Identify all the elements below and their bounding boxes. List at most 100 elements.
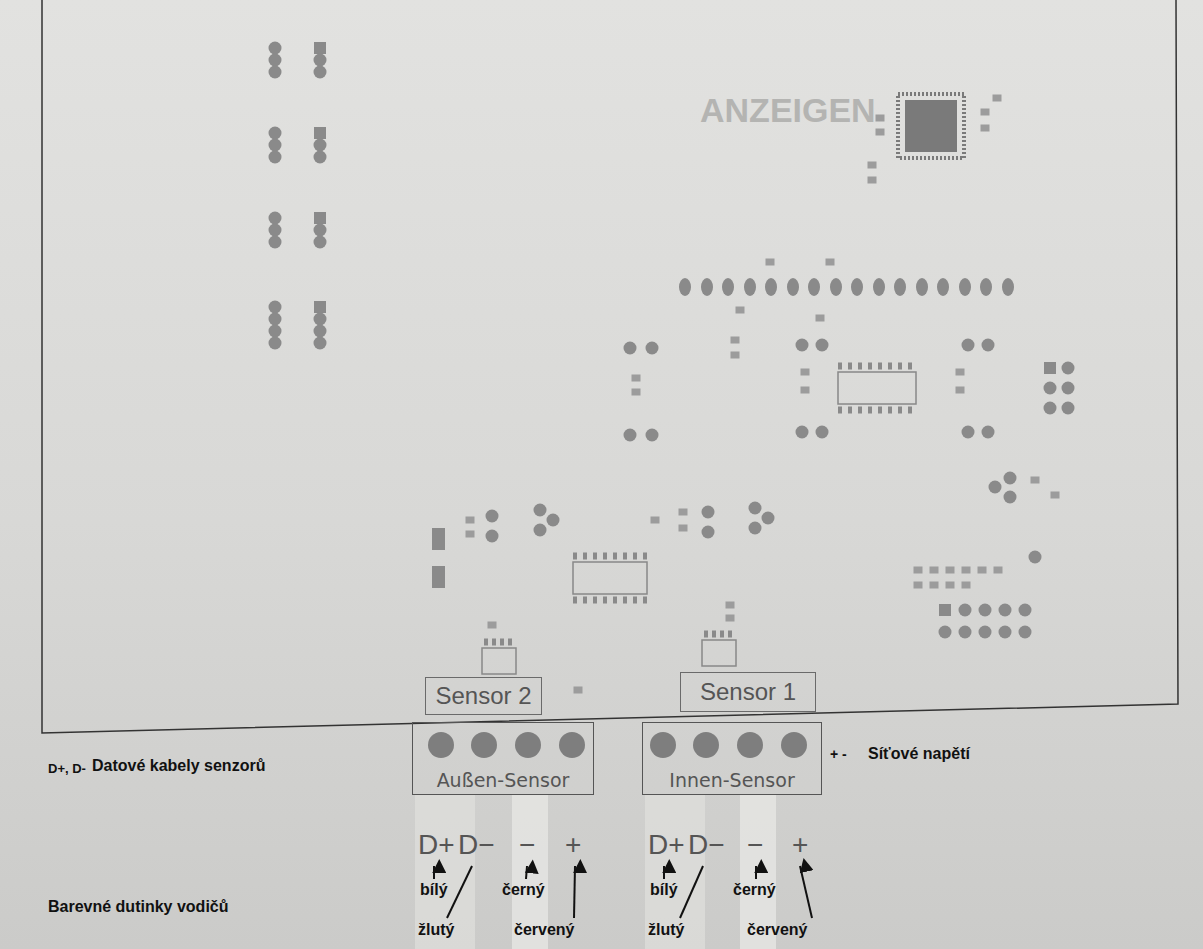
wire-colour: černý [502,881,545,899]
pad [269,54,282,67]
pad [962,339,975,352]
smd-part [962,567,971,574]
smd-part [914,582,923,589]
pin-name: D− [458,830,495,861]
pad [830,278,842,296]
wire-colour: bílý [650,881,678,899]
pad [314,127,326,139]
smd-part [731,352,740,359]
pad [916,278,928,296]
pad [980,278,992,296]
pad [701,278,713,296]
wire-colour: žlutý [648,921,684,939]
pad [959,278,971,296]
pad [314,66,327,79]
pad [979,626,992,639]
leader-arrow [574,866,575,918]
terminal-hole [693,732,719,758]
pin-name: D− [688,830,725,861]
smd-part [956,387,965,394]
chip-body [838,372,916,404]
chip-body [905,100,957,152]
qfp-chip [868,94,1002,184]
pad [851,278,863,296]
pad [269,42,282,55]
pad [1029,551,1042,564]
capacitor [432,566,445,588]
pad [314,151,327,164]
terminal-hole [515,732,541,758]
chip-pins [838,407,916,414]
smd-part [632,389,641,396]
pad [796,426,809,439]
pad [939,626,952,639]
sensor-label-box: Sensor 1 [680,672,816,712]
leader-lines [434,866,812,918]
components [432,337,1075,694]
pad [979,604,992,617]
smd-part [956,369,965,376]
smd-part [679,509,688,516]
pad [646,342,659,355]
smd-part [876,115,885,122]
terminal-name: Innen-Sensor [669,769,794,791]
smd-part [731,337,740,344]
leader-line [680,866,703,918]
pad [816,426,829,439]
pad [1062,362,1075,375]
pad [547,514,560,527]
pad [1019,604,1032,617]
smd-part [994,567,1003,574]
pad [1004,472,1017,485]
smd-part [679,525,688,532]
pad [962,426,975,439]
terminal-hole [471,732,497,758]
pad [999,604,1012,617]
terminal-hole [737,732,763,758]
pad [314,212,326,224]
pad [749,522,762,535]
pad [702,506,715,519]
terminal-name: Außen-Sensor [437,769,570,791]
smd-part [488,622,497,629]
smd-part [726,615,735,622]
sensor-name: Sensor 1 [700,678,796,706]
pad [959,626,972,639]
chip-pins [484,639,514,646]
wire-colour: bílý [420,881,448,899]
signal-name: + - [830,747,847,762]
pad [765,278,777,296]
smd-part [801,369,810,376]
pad [646,429,659,442]
leader-arrow [433,866,435,879]
pin-name: + [565,830,581,861]
pin-name: D+ [648,830,685,861]
pad [1062,402,1075,415]
smd-part [574,687,583,694]
terminal-hole [428,732,454,758]
terminal-block: Innen-Sensor [642,722,822,795]
pad [1044,382,1057,395]
pad [314,337,327,350]
chip-pins [898,94,964,158]
note: Datové kabely senzorů [92,757,265,775]
pad [269,301,282,314]
pin-name: + [792,830,808,861]
chip-pins [573,597,647,604]
pad [269,313,282,326]
pad [314,224,327,237]
terminal-block: Außen-Sensor [412,722,594,795]
pad [1002,278,1014,296]
pad [624,342,637,355]
pad [796,339,809,352]
pad [269,66,282,79]
chip-pins [573,553,647,560]
pad [722,278,734,296]
leader-arrow [800,866,812,918]
pin-name: D+ [418,830,455,861]
smd-part [736,307,745,314]
pad [702,526,715,539]
pad [624,429,637,442]
leader-arrow [755,866,757,879]
